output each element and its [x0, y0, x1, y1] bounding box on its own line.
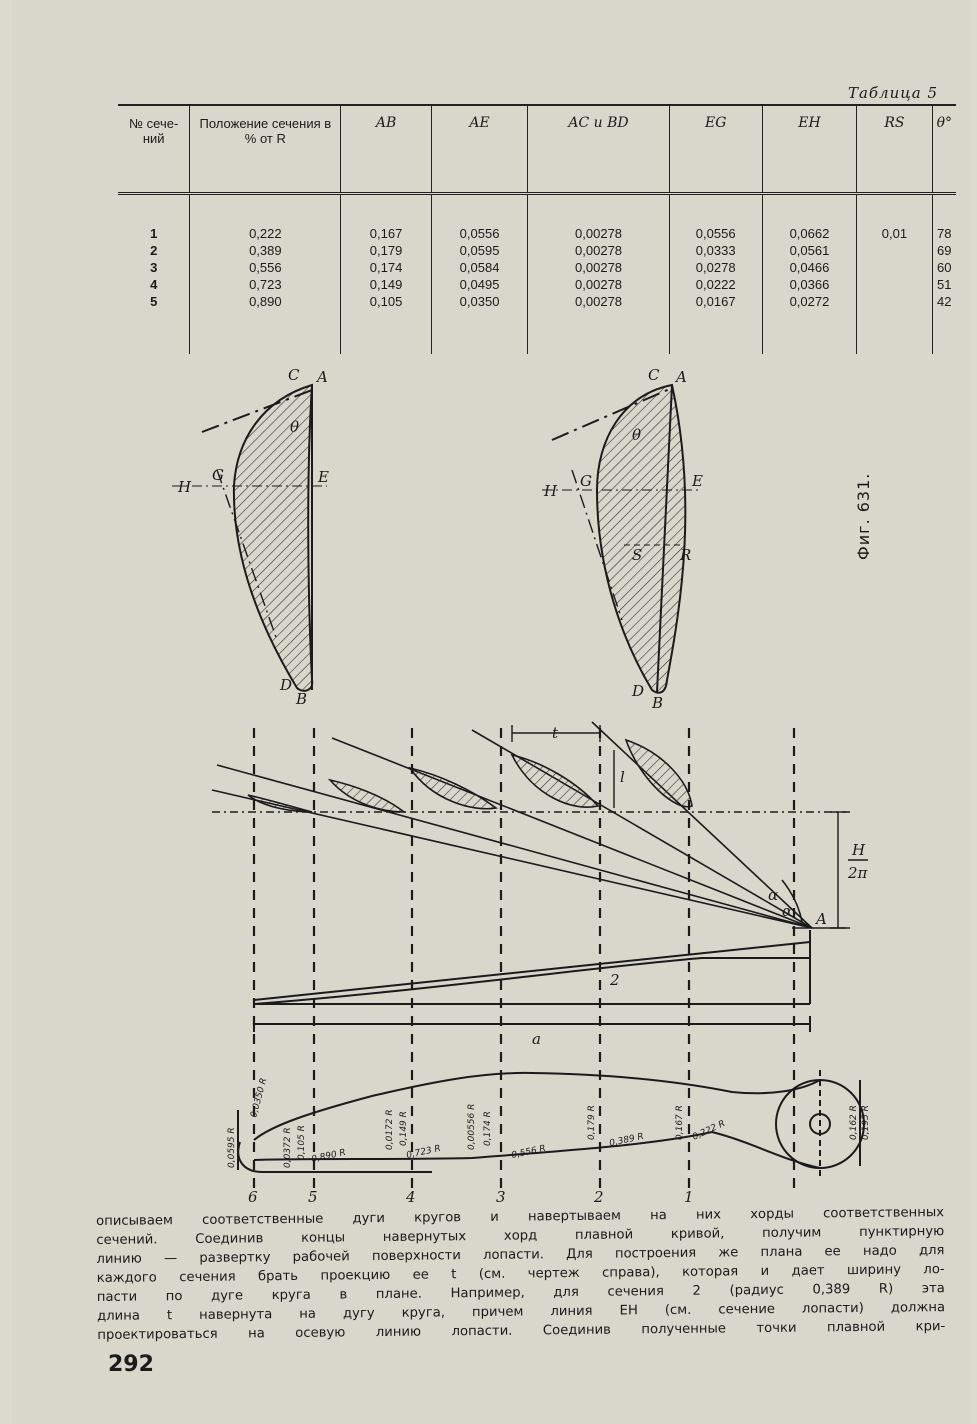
blade-plan-view — [237, 1070, 865, 1180]
svg-text:0,195 R: 0,195 R — [861, 1105, 871, 1140]
label-theta-right: θ — [632, 426, 641, 444]
label-g-right: G — [580, 472, 592, 490]
svg-text:3: 3 — [496, 1188, 506, 1206]
label-e-right: E — [691, 472, 703, 490]
svg-text:0,179 R: 0,179 R — [587, 1105, 597, 1140]
label-alpha-2: α — [782, 902, 792, 920]
svg-text:0,105 R: 0,105 R — [297, 1125, 307, 1160]
label-station-2-side: 2 — [609, 971, 620, 989]
svg-text:0,162 R: 0,162 R — [849, 1105, 859, 1140]
svg-text:0,149 R: 0,149 R — [399, 1111, 409, 1146]
label-d-left: D — [279, 676, 292, 694]
blade-side-view — [253, 930, 811, 1032]
col-section-position: 0,222 0,389 0,556 0,723 0,890 — [189, 193, 341, 354]
svg-text:5: 5 — [308, 1188, 318, 1206]
svg-text:4: 4 — [405, 1188, 416, 1206]
svg-text:0,0172 R: 0,0172 R — [385, 1109, 395, 1150]
label-d-right: D — [631, 682, 644, 700]
label-t-dimension: t — [552, 724, 559, 742]
dimension-t — [511, 725, 615, 808]
book-page: Таблица 5 № сече- ний Положение сечения … — [12, 0, 970, 1424]
col-ab: 0,167 0,179 0,174 0,149 0,105 — [340, 193, 432, 354]
label-c-left: C — [288, 366, 300, 384]
label-e-left: E — [317, 468, 329, 486]
svg-text:0,0372 R: 0,0372 R — [283, 1127, 293, 1168]
svg-text:0,0350 R: 0,0350 R — [249, 1077, 269, 1119]
data-table: № сече- ний Положение сечения в % от R A… — [118, 104, 956, 354]
svg-text:0,00556 R: 0,00556 R — [467, 1104, 477, 1150]
label-l-dimension: l — [620, 768, 625, 786]
svg-text:0,167 R: 0,167 R — [675, 1105, 685, 1140]
svg-text:0,389 R: 0,389 R — [609, 1132, 645, 1149]
col-theta: 78 69 60 51 42 — [931, 193, 956, 354]
svg-text:1: 1 — [684, 1188, 694, 1206]
header-eh: EH — [761, 105, 857, 194]
label-a-pitch: A — [814, 910, 827, 928]
blade-section-left: C A θ H G E D B — [172, 366, 329, 708]
label-g-left: G — [212, 466, 224, 484]
label-h-left: H — [177, 478, 192, 496]
body-text: описываем соответственные дуги кругов и … — [96, 1203, 945, 1345]
plan-dimension-labels: 0,0595 R 0,0350 R 0,0372 R 0,105 R 0,890… — [227, 1077, 871, 1168]
label-two-pi: 2π — [847, 864, 869, 882]
table-header-row: № сече- ний Положение сечения в % от R A… — [118, 105, 956, 194]
svg-text:2: 2 — [593, 1188, 604, 1206]
page-number: 292 — [108, 1352, 154, 1377]
col-ae: 0,0556 0,0595 0,0584 0,0495 0,0350 — [430, 193, 528, 354]
label-b-right: B — [651, 694, 663, 712]
header-eg: EG — [668, 105, 763, 194]
svg-text:0,174 R: 0,174 R — [483, 1111, 493, 1146]
label-a-right: A — [674, 368, 687, 386]
dimension-h2pi — [830, 811, 868, 929]
col-ac-bd: 0,00278 0,00278 0,00278 0,00278 0,00278 — [527, 193, 670, 354]
label-b-left: B — [295, 690, 307, 708]
label-alpha-1: α — [768, 886, 778, 904]
label-r-right: R — [679, 546, 691, 564]
col-eh: 0,0662 0,0561 0,0466 0,0366 0,0272 — [761, 193, 857, 354]
header-rs: RS — [856, 105, 933, 194]
header-ae: AE — [430, 105, 528, 194]
header-ac-bd: AC и BD — [527, 105, 670, 194]
label-theta-left: θ — [290, 418, 299, 436]
col-eg: 0,0556 0,0333 0,0278 0,0222 0,0167 — [668, 193, 763, 354]
header-section-position: Положение сечения в % от R — [189, 105, 341, 194]
pitch-lines — [211, 721, 850, 929]
label-h-right: H — [543, 482, 558, 500]
svg-text:0,890 R: 0,890 R — [311, 1148, 347, 1165]
label-a-left: A — [315, 368, 328, 386]
label-s-right: S — [632, 546, 642, 564]
blade-section-right: C A θ H G E S R D B — [542, 366, 703, 712]
station-numbers: 6 5 4 3 2 1 — [248, 1188, 694, 1206]
label-h-pitch: H — [851, 841, 866, 859]
label-c-right: C — [648, 366, 660, 384]
header-ab: AB — [340, 105, 432, 194]
developed-sections — [247, 738, 693, 813]
blade-drawing: C A θ H G E D B C A θ H G E S R D B — [172, 366, 871, 1206]
svg-text:0,0595 R: 0,0595 R — [227, 1127, 237, 1168]
col-rs: 0,01 — [856, 193, 933, 354]
table-caption: Таблица 5 — [847, 84, 938, 102]
table-row: 1 2 3 4 5 0,222 0,389 0,556 0,723 0,890 … — [118, 193, 956, 354]
svg-text:6: 6 — [248, 1188, 258, 1206]
header-theta: θ° — [931, 105, 956, 194]
svg-text:0,556 R: 0,556 R — [511, 1144, 547, 1161]
label-length-a: a — [532, 1030, 541, 1048]
svg-text:0,222 R: 0,222 R — [691, 1119, 727, 1143]
col-section-number: 1 2 3 4 5 — [150, 226, 158, 309]
header-section-number: № сече- ний — [129, 116, 179, 146]
